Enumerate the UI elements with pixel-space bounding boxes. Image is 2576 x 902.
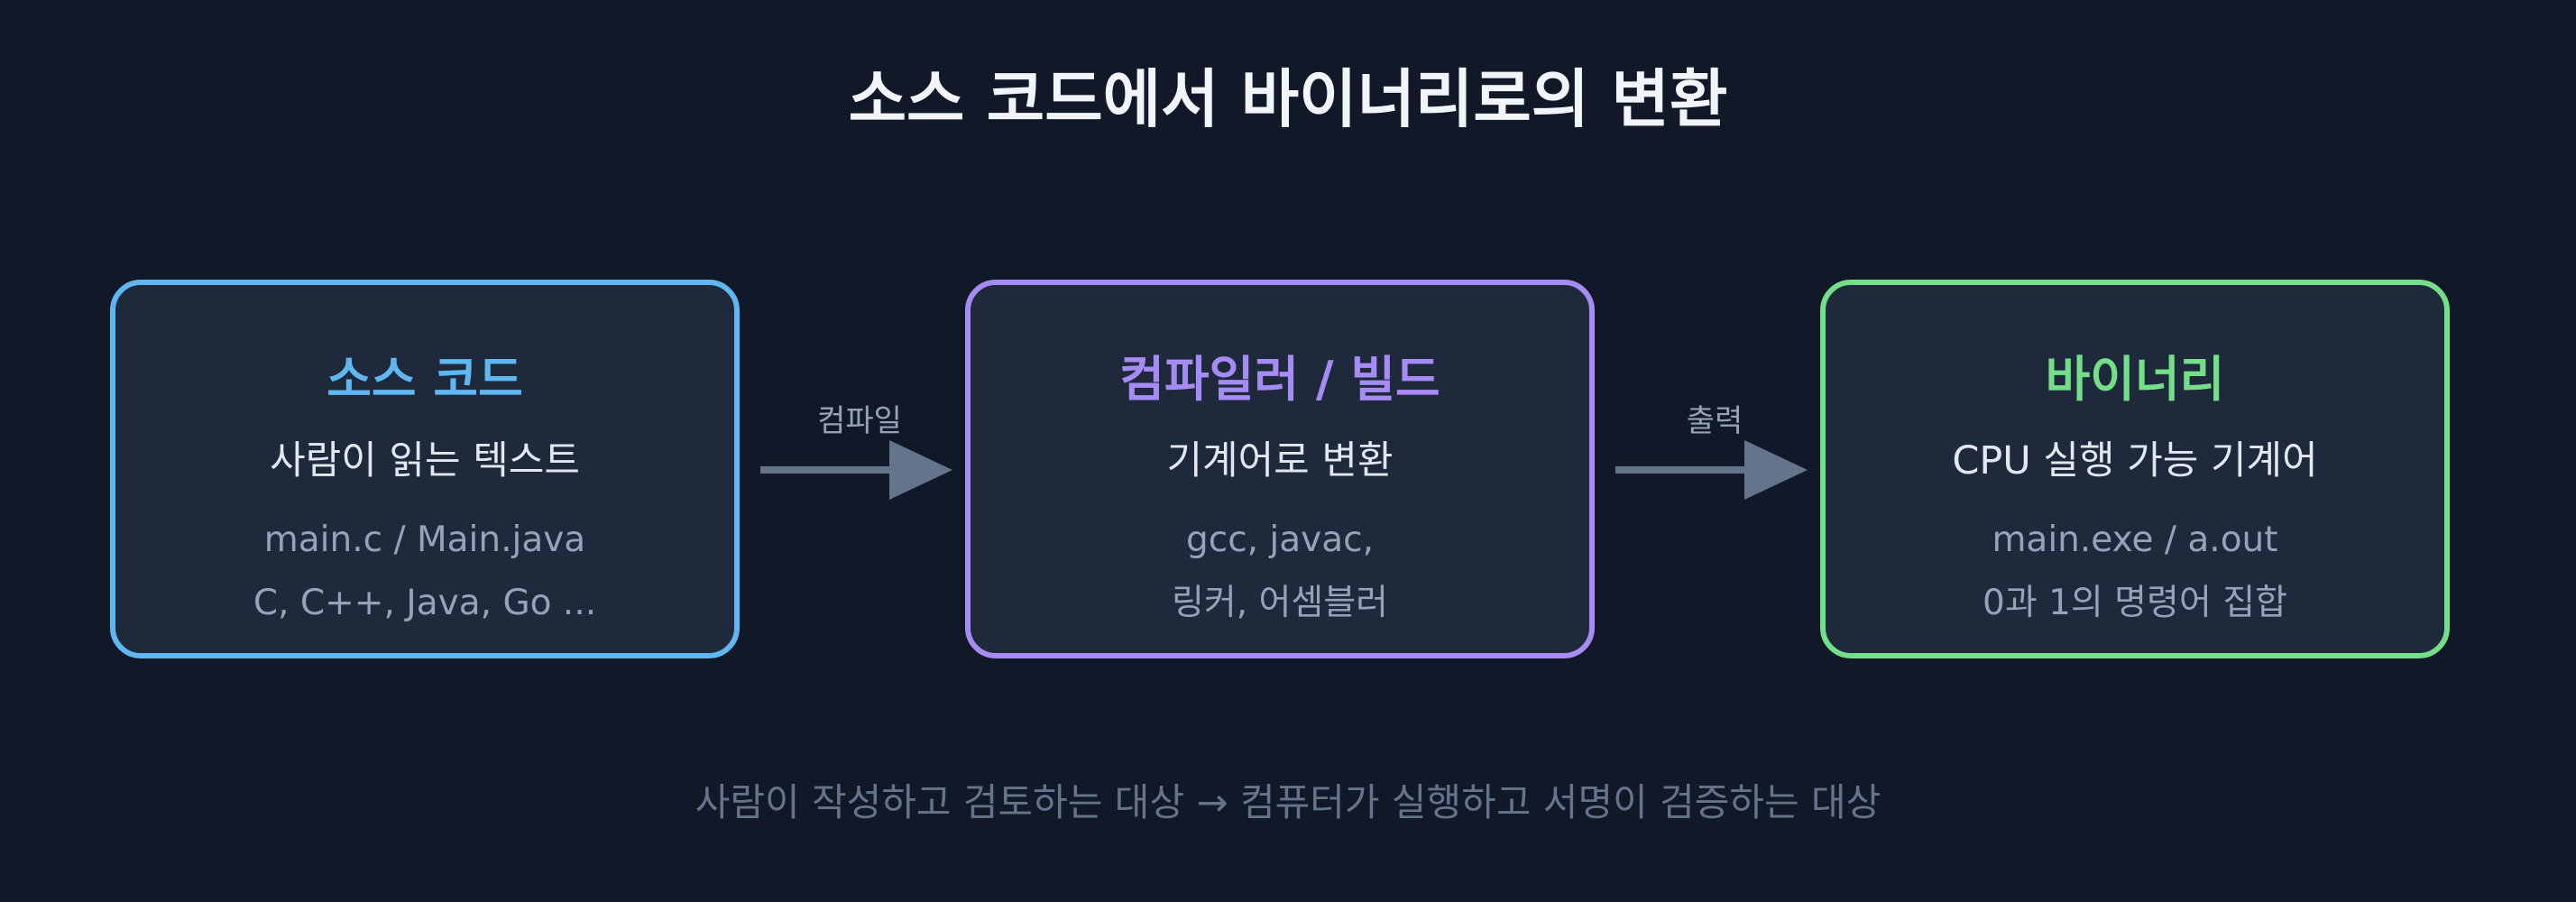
compile-arrow-label: 컴파일 (817, 403, 902, 439)
binary-detail-instructions: 0과 1의 명령어 집합 (1983, 583, 2287, 623)
binary-box: 바이너리 CPU 실행 가능 기계어 main.exe / a.out 0과 1… (1820, 280, 2450, 658)
output-arrow-icon (1615, 440, 1808, 500)
binary-subtitle: CPU 실행 가능 기계어 (1952, 438, 2318, 483)
source-code-subtitle: 사람이 읽는 텍스트 (270, 438, 580, 483)
compiler-subtitle: 기계어로 변환 (1166, 438, 1394, 483)
compiler-detail-tools: gcc, javac, (1186, 520, 1374, 560)
source-code-detail-files: main.c / Main.java (263, 520, 586, 560)
output-arrow-label: 출력 (1686, 403, 1743, 439)
compiler-detail-linkers: 링커, 어셈블러 (1171, 583, 1389, 623)
source-code-detail-languages: C, C++, Java, Go ... (253, 583, 597, 623)
source-code-box: 소스 코드 사람이 읽는 텍스트 main.c / Main.java C, C… (110, 280, 740, 658)
compile-arrow-icon (760, 440, 952, 500)
compiler-heading: 컴파일러 / 빌드 (1119, 351, 1440, 408)
binary-heading: 바이너리 (2045, 351, 2225, 408)
compiler-box: 컴파일러 / 빌드 기계어로 변환 gcc, javac, 링커, 어셈블러 (965, 280, 1595, 658)
source-code-heading: 소스 코드 (327, 351, 523, 408)
footer-caption: 사람이 작성하고 검토하는 대상 → 컴퓨터가 실행하고 서명이 검증하는 대상 (695, 780, 1881, 824)
diagram-title: 소스 코드에서 바이너리로의 변환 (848, 62, 1728, 136)
binary-detail-files: main.exe / a.out (1992, 520, 2278, 560)
